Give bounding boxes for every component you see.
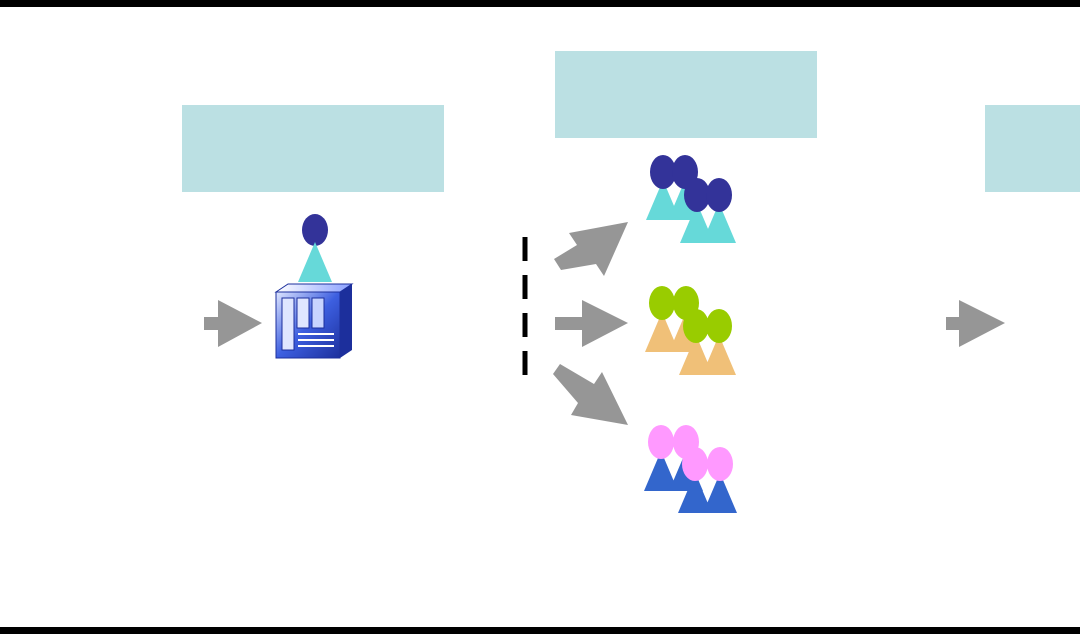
person-icon <box>298 214 332 282</box>
server-icon <box>274 283 354 359</box>
people-group-icon <box>646 155 736 243</box>
branch-arrow-down <box>553 364 628 425</box>
people-group-icon <box>645 286 736 375</box>
output-arrow <box>946 300 1005 347</box>
people-group-icon <box>644 425 737 513</box>
bottom-border <box>0 627 1080 634</box>
label-box-left <box>182 105 444 192</box>
branch-arrow-middle <box>555 300 628 347</box>
input-arrow <box>204 300 262 347</box>
top-border <box>0 0 1080 7</box>
branch-arrow-up <box>554 222 628 276</box>
label-box-center <box>555 51 817 138</box>
label-box-right <box>985 105 1080 192</box>
